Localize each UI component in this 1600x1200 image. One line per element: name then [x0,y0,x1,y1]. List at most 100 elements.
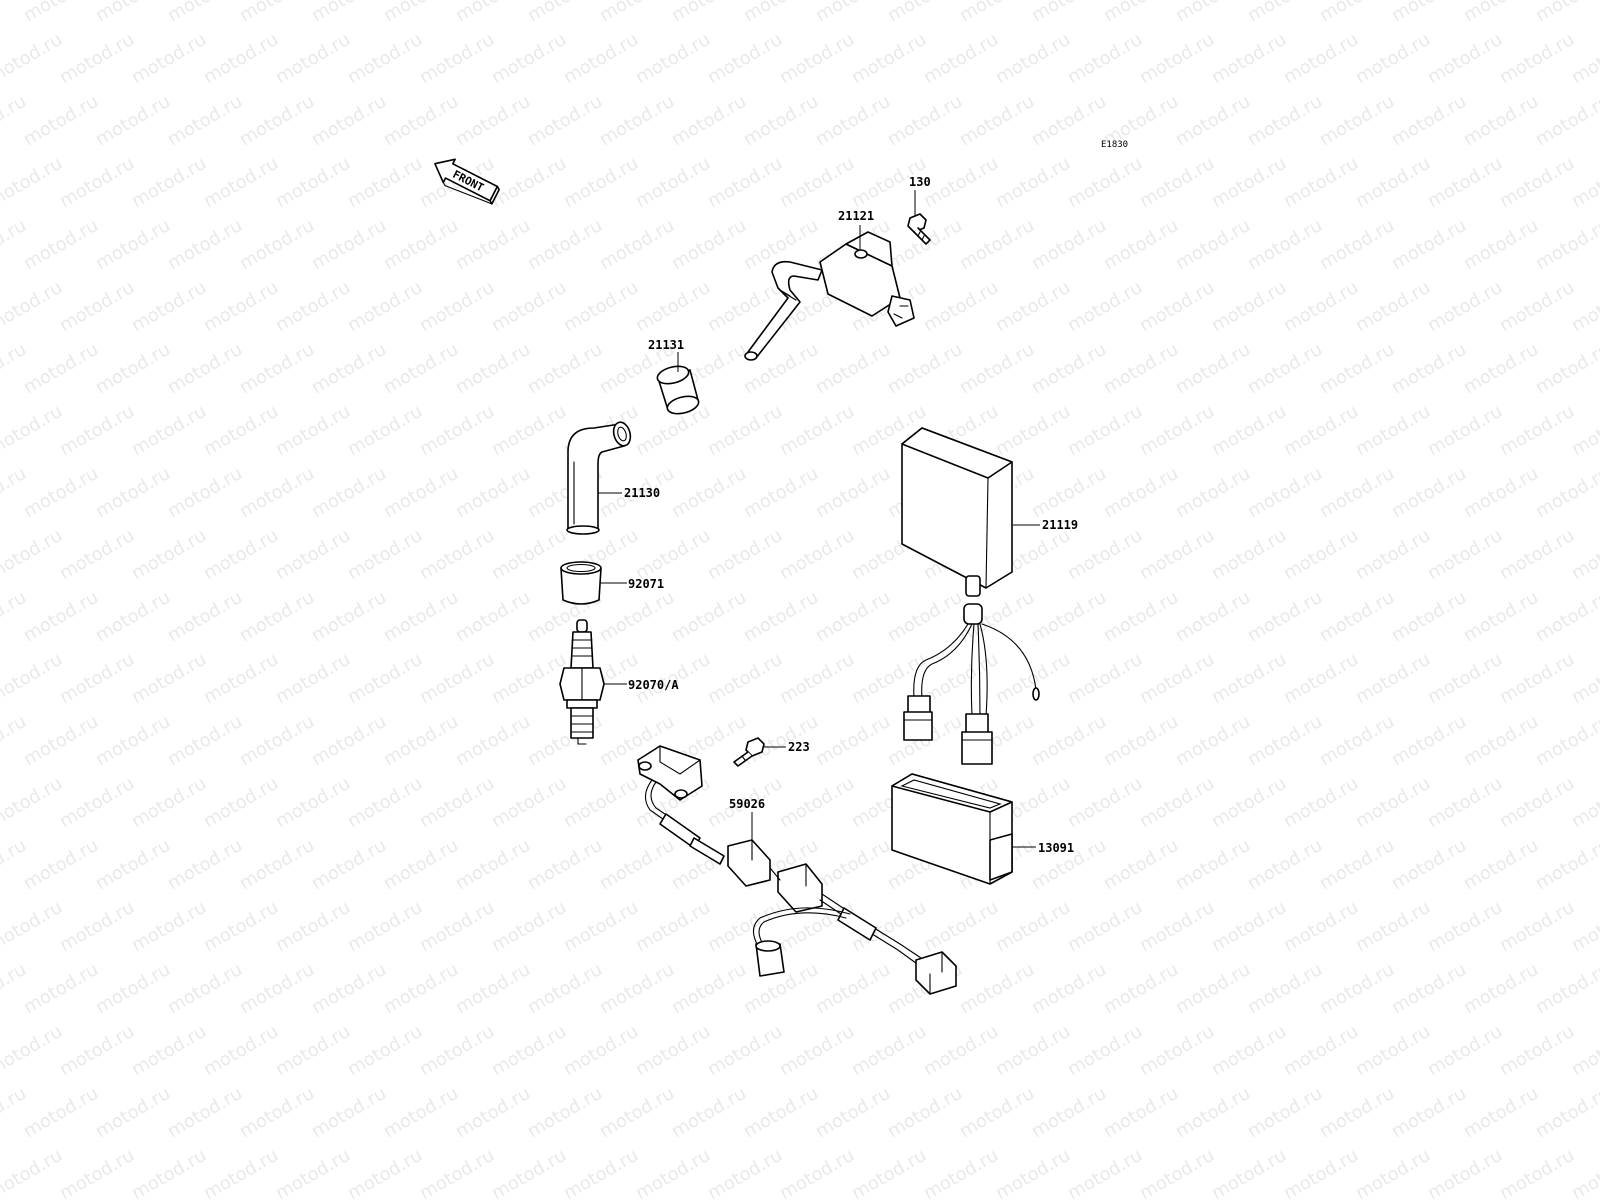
watermark-text: motod.ru [992,401,1074,460]
watermark-text: motod.ru [1280,525,1362,584]
watermark-text: motod.ru [812,0,894,26]
watermark-text: motod.ru [164,587,246,646]
label-bolt-223: 223 [788,740,810,754]
watermark-text: motod.ru [596,91,678,150]
watermark-text: motod.ru [380,0,462,26]
watermark-text: motod.ru [1316,215,1398,274]
watermark-text: motod.ru [956,959,1038,1018]
watermark-text: motod.ru [992,1021,1074,1080]
watermark-text: motod.ru [236,711,318,770]
watermark-text: motod.ru [20,1083,102,1142]
watermark-text: motod.ru [128,401,210,460]
watermark-text: motod.ru [1100,463,1182,522]
watermark-text: motod.ru [1316,91,1398,150]
watermark-text: motod.ru [452,711,534,770]
watermark-text: motod.ru [1244,959,1326,1018]
watermark-text: motod.ru [200,525,282,584]
watermark-text: motod.ru [848,1145,930,1200]
watermark-text: motod.ru [1532,835,1600,894]
watermark-text: motod.ru [560,1021,642,1080]
watermark-text: motod.ru [164,1083,246,1142]
watermark-text: motod.ru [344,525,426,584]
watermark-text: motod.ru [812,463,894,522]
watermark-text: motod.ru [1496,649,1578,708]
watermark-text: motod.ru [704,1145,786,1200]
watermark-text: motod.ru [740,463,822,522]
label-pickup-harness: 59026 [729,797,765,811]
watermark-text: motod.ru [1100,339,1182,398]
watermark-text: motod.ru [1208,649,1290,708]
watermark-text: motod.ru [668,0,750,26]
watermark-text: motod.ru [308,463,390,522]
watermark-text: motod.ru [488,1021,570,1080]
watermark-text: motod.ru [1208,525,1290,584]
watermark-text: motod.ru [740,91,822,150]
watermark-text: motod.ru [956,1083,1038,1142]
plug-cap-seal-icon [656,365,700,415]
watermark-text: motod.ru [416,773,498,832]
watermark-text: motod.ru [92,1083,174,1142]
watermark-text: motod.ru [1532,91,1600,150]
watermark-text: motod.ru [524,215,606,274]
watermark-text: motod.ru [452,91,534,150]
bolt-223-icon [733,737,765,767]
watermark-text: motod.ru [1244,835,1326,894]
watermark-text: motod.ru [164,91,246,150]
watermark-text: motod.ru [56,649,138,708]
watermark-text: motod.ru [236,0,318,26]
watermark-text: motod.ru [308,711,390,770]
watermark-text: motod.ru [272,153,354,212]
watermark-text: motod.ru [524,959,606,1018]
watermark-text: motod.ru [416,525,498,584]
watermark-text: motod.ru [632,897,714,956]
watermark-text: motod.ru [1280,153,1362,212]
watermark-text: motod.ru [236,1083,318,1142]
watermark-text: motod.ru [308,587,390,646]
watermark-text: motod.ru [20,463,102,522]
watermark-text: motod.ru [452,339,534,398]
watermark-text: motod.ru [452,215,534,274]
watermark-text: motod.ru [704,29,786,88]
watermark-text: motod.ru [1568,1021,1600,1080]
watermark-text: motod.ru [1460,1083,1542,1142]
watermark-text: motod.ru [56,897,138,956]
watermark-text: motod.ru [812,1083,894,1142]
watermark-text: motod.ru [1208,1021,1290,1080]
watermark-text: motod.ru [92,463,174,522]
watermark-text: motod.ru [1136,773,1218,832]
watermark-text: motod.ru [560,29,642,88]
watermark-text: motod.ru [380,339,462,398]
watermark-text: motod.ru [380,1083,462,1142]
label-plug-cap-seal: 21131 [648,338,684,352]
watermark-text: motod.ru [1424,1145,1506,1200]
watermark-text: motod.ru [416,1145,498,1200]
watermark-text: motod.ru [1064,153,1146,212]
watermark-text: motod.ru [128,1145,210,1200]
watermark-text: motod.ru [488,525,570,584]
watermark-text: motod.ru [920,897,1002,956]
watermark-text: motod.ru [56,401,138,460]
watermark-text: motod.ru [776,1021,858,1080]
watermark-text: motod.ru [92,0,174,26]
watermark-text: motod.ru [56,29,138,88]
watermark-text: motod.ru [272,401,354,460]
watermark-text: motod.ru [560,277,642,336]
watermark-text: motod.ru [56,277,138,336]
watermark-text: motod.ru [1568,153,1600,212]
watermark-text: motod.ru [812,959,894,1018]
watermark-text: motod.ru [812,835,894,894]
watermark-text: motod.ru [1064,277,1146,336]
watermark-text: motod.ru [272,1145,354,1200]
watermark-text: motod.ru [1496,153,1578,212]
watermark-text: motod.ru [1316,587,1398,646]
watermark-text: motod.ru [488,1145,570,1200]
watermark-text: motod.ru [1136,1145,1218,1200]
watermark-text: motod.ru [1172,0,1254,26]
watermark-text: motod.ru [272,525,354,584]
watermark-text: motod.ru [1568,525,1600,584]
watermark-text: motod.ru [1064,773,1146,832]
watermark-text: motod.ru [92,339,174,398]
watermark-text: motod.ru [1280,29,1362,88]
watermark-text: motod.ru [1496,1145,1578,1200]
